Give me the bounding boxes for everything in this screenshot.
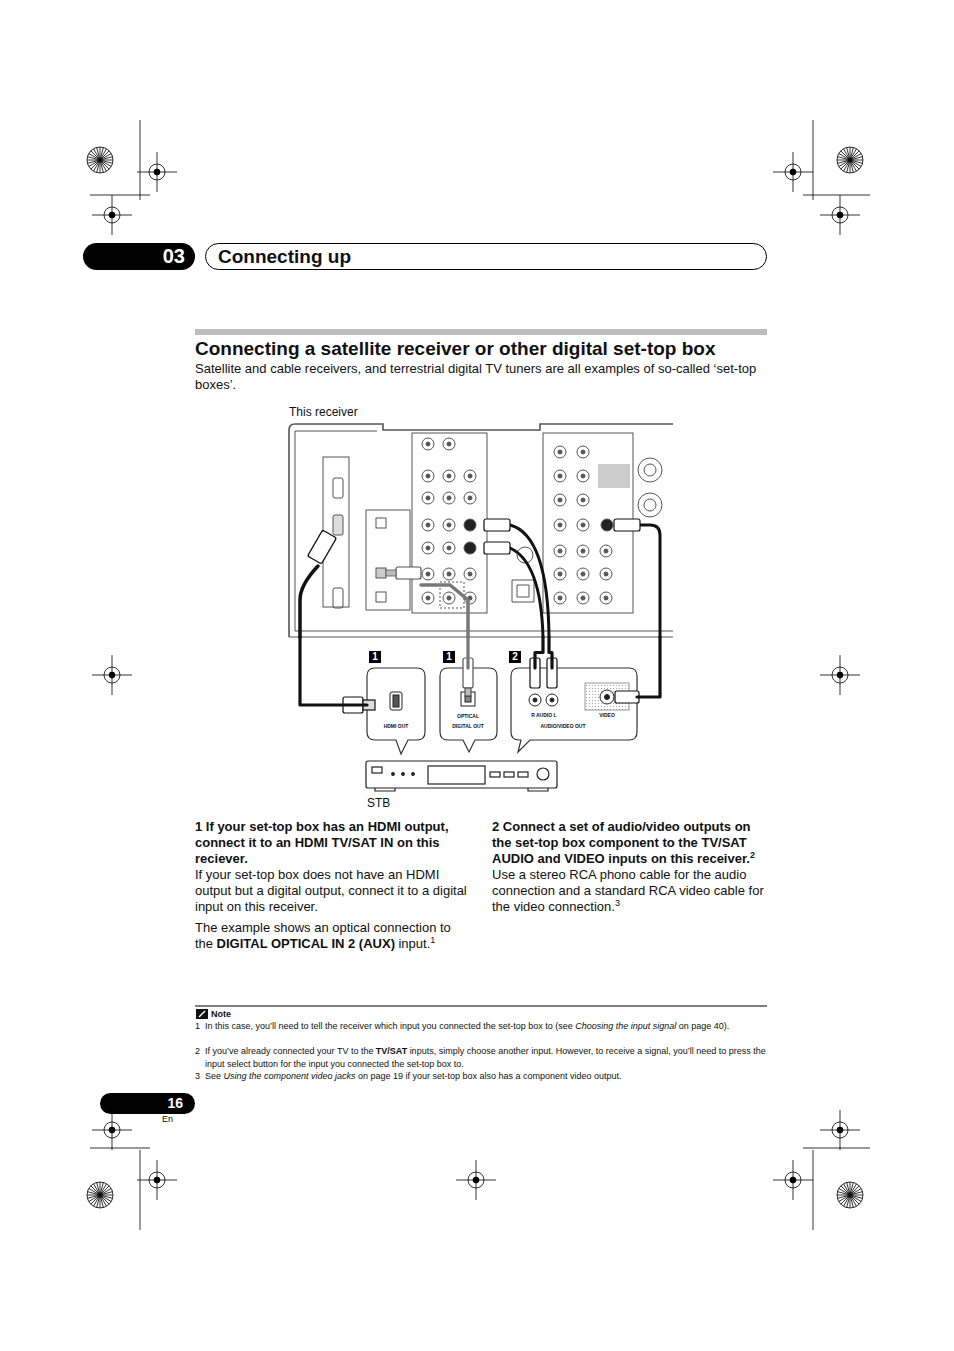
receiver-back-panel bbox=[289, 424, 673, 637]
text-block: 2 Connect a set of audio/video outputs o… bbox=[492, 819, 772, 867]
text-block: 1 In this case, you’ll need to tell the r… bbox=[195, 1020, 767, 1033]
bold-text: TV/SAT bbox=[376, 1046, 407, 1056]
panel-cables bbox=[300, 519, 660, 637]
body-text: on page 19 if your set-top box also has … bbox=[358, 1071, 622, 1081]
page-number-tab: 16 bbox=[100, 1093, 195, 1114]
text-block: Note bbox=[211, 1008, 311, 1020]
body-text: Satellite and cable receivers, and terre… bbox=[195, 361, 756, 392]
body-text: See bbox=[205, 1071, 221, 1081]
callout-box: 2 bbox=[509, 651, 521, 663]
italic-text: Using the component video jacks bbox=[223, 1071, 355, 1081]
body-text: Use a stereo RCA phono cable for the aud… bbox=[492, 867, 764, 914]
hdmi-callout-bubble: HDMI OUT bbox=[367, 668, 425, 740]
node-label: VIDEO bbox=[599, 712, 615, 718]
body-text: on page 40). bbox=[679, 1021, 730, 1031]
node-label: HDMI OUT bbox=[384, 723, 409, 729]
callout-box: 1 bbox=[443, 651, 455, 663]
set-top-box bbox=[366, 761, 557, 791]
cable-connector bbox=[637, 637, 660, 697]
body-text: If your set-top box does not have an HDM… bbox=[195, 867, 467, 914]
note-number: 3 bbox=[195, 1070, 200, 1083]
stb-jacks bbox=[390, 683, 629, 710]
bold-text: 1 If your set-top box has an HDMI output… bbox=[195, 819, 449, 866]
node-label: 16 bbox=[100, 1093, 195, 1114]
cable-connector bbox=[535, 637, 543, 668]
cable-connector bbox=[549, 637, 552, 668]
node-label: DIGITAL OUT bbox=[452, 723, 483, 729]
section-title: Connecting a satellite receiver or other… bbox=[195, 338, 716, 360]
body-text: 1 bbox=[446, 651, 452, 662]
node-label: 03 bbox=[83, 243, 195, 270]
node-label: R bbox=[531, 712, 535, 718]
italic-text: Choosing the input signal bbox=[575, 1021, 676, 1031]
chapter-tab: 03 bbox=[83, 243, 195, 270]
cable-connector bbox=[300, 637, 367, 705]
body-text: In this case, you’ll need to tell the re… bbox=[205, 1021, 573, 1031]
body-text: If you’ve already connected your TV to t… bbox=[205, 1046, 373, 1056]
receiver-panel: This receiver bbox=[289, 424, 673, 637]
av-callout-bubble: RAUDIOL VIDEO AUDIO/VIDEO OUT bbox=[511, 668, 637, 740]
callout-box: 1 bbox=[369, 651, 381, 663]
footnote-mark: 2 bbox=[750, 850, 755, 860]
text-block: 2 If you’ve already connected your TV to … bbox=[195, 1045, 767, 1070]
text-block: The example shows an optical connection … bbox=[195, 920, 475, 952]
node-label: OPTICAL bbox=[457, 713, 479, 719]
bold-text: DIGITAL OPTICAL IN 2 (AUX) bbox=[217, 936, 395, 951]
note-icon bbox=[196, 1009, 208, 1019]
callout-bubbles bbox=[367, 668, 637, 754]
title-rule bbox=[195, 329, 767, 335]
bold-text: Note bbox=[211, 1009, 231, 1019]
text-block: If your set-top box does not have an HDM… bbox=[195, 867, 475, 915]
note-number: 1 bbox=[195, 1020, 200, 1033]
bold-text: 2 Connect a set of audio/video outputs o… bbox=[492, 819, 751, 866]
text-block: Satellite and cable receivers, and terre… bbox=[195, 361, 767, 393]
body-text: 1 bbox=[372, 651, 378, 662]
body-text: 2 bbox=[512, 651, 518, 662]
note-number: 2 bbox=[195, 1045, 200, 1058]
optical-callout-bubble: OPTICAL DIGITAL OUT bbox=[440, 668, 497, 740]
cable-connector bbox=[466, 637, 469, 668]
text-block: 3 SeeUsing the component video jackson pa… bbox=[195, 1070, 767, 1083]
node-label: Connecting up bbox=[218, 244, 351, 269]
text-block: Use a stereo RCA phono cable for the aud… bbox=[492, 867, 772, 915]
note-rule bbox=[195, 1005, 767, 1006]
stb-plugs bbox=[343, 658, 639, 713]
node-label: This receiver bbox=[289, 405, 358, 419]
crop-marks bbox=[87, 120, 870, 1230]
footnote-mark: 1 bbox=[430, 935, 435, 945]
footnote-mark: 3 bbox=[615, 898, 620, 908]
body-text: input. bbox=[398, 936, 430, 951]
set-top-box: STB bbox=[366, 761, 557, 788]
chapter-header: Connecting up bbox=[205, 243, 767, 270]
body-text: En bbox=[162, 1114, 173, 1124]
node-label: L bbox=[553, 712, 556, 718]
node-label: AUDIO/VIDEO OUT bbox=[540, 723, 585, 729]
node-label: STB bbox=[367, 796, 390, 810]
text-block: En bbox=[162, 1114, 192, 1125]
node-label: AUDIO bbox=[536, 712, 552, 718]
text-block: 1 If your set-top box has an HDMI output… bbox=[195, 819, 475, 867]
